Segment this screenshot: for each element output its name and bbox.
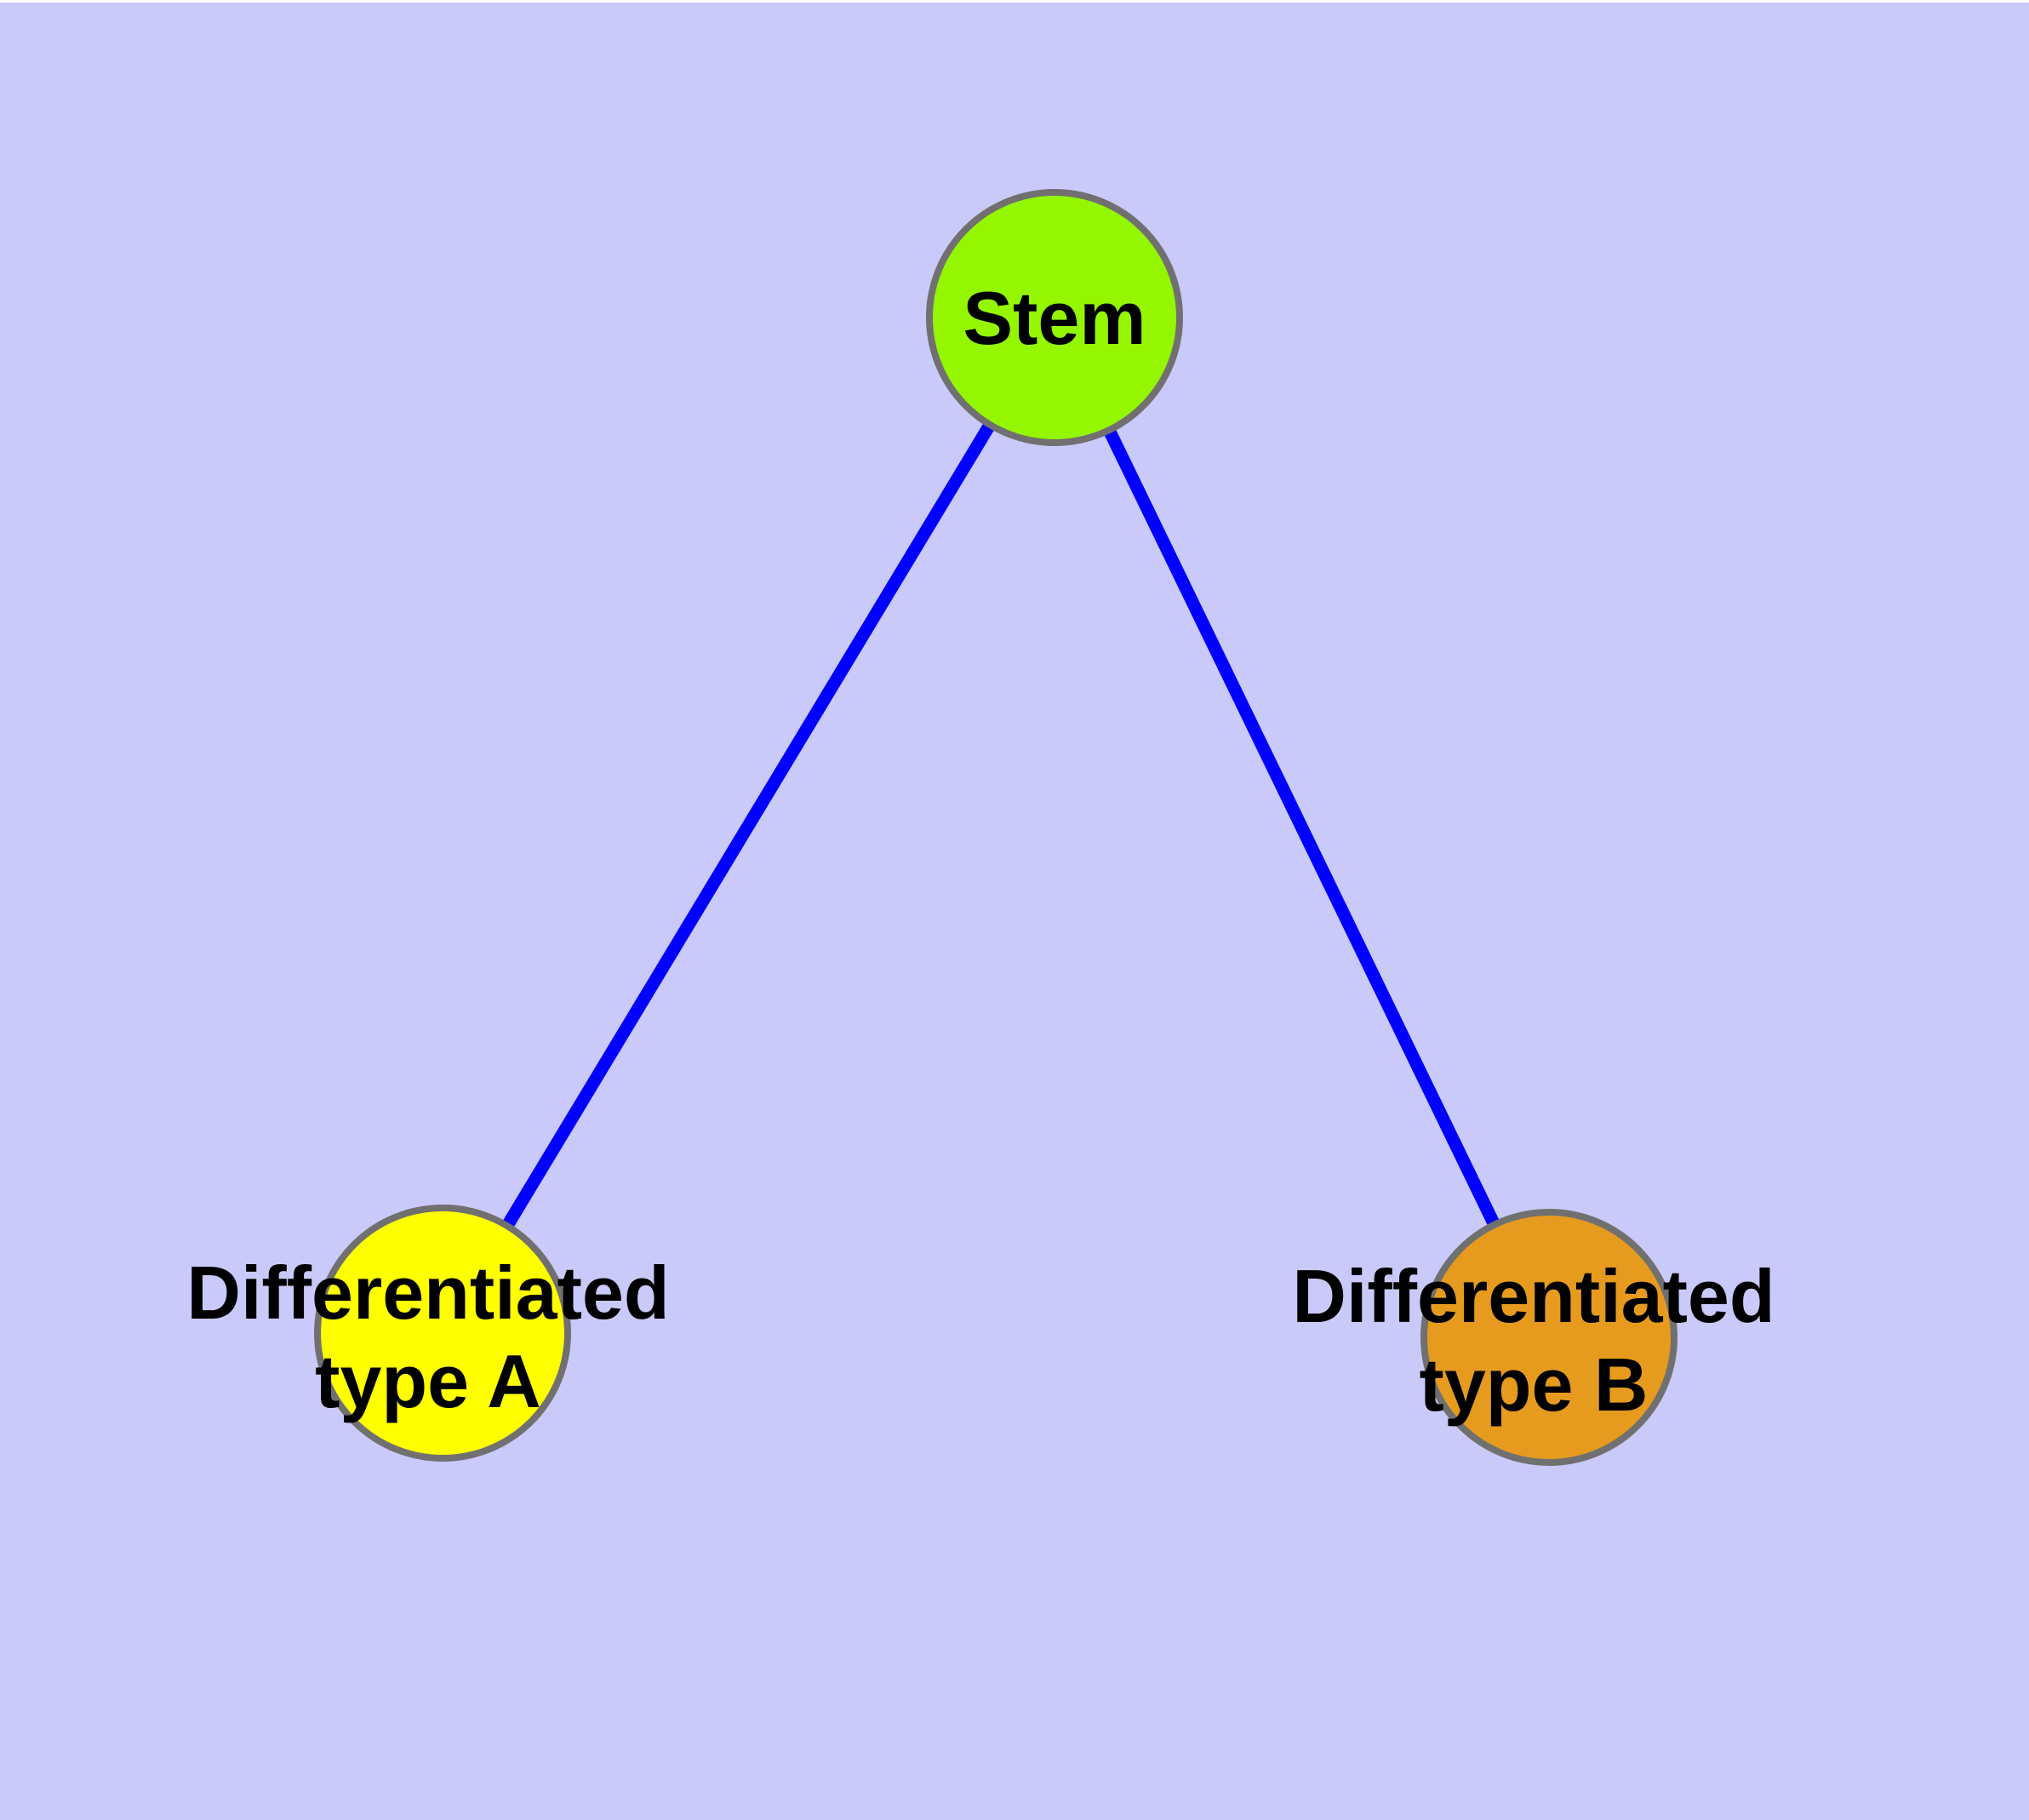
- node-type-a-label: Differentiated type A: [186, 1249, 669, 1426]
- node-type-a-label-line1: Differentiated: [186, 1251, 670, 1335]
- edge-stem-to-type-b: [1049, 314, 1555, 1341]
- node-stem-label: Stem: [963, 276, 1146, 360]
- top-edge-highlight: [0, 0, 2029, 3]
- node-type-b-circle[interactable]: [1420, 1209, 1677, 1466]
- node-type-b-label: Differentiated type B: [1292, 1252, 1775, 1429]
- edge-stem-to-type-a: [437, 314, 1060, 1336]
- node-type-b-label-line1: Differentiated: [1292, 1254, 1775, 1338]
- node-type-a-circle[interactable]: [314, 1205, 571, 1462]
- node-type-b-label-line2: type B: [1419, 1342, 1649, 1427]
- node-type-a-label-line2: type A: [315, 1339, 541, 1423]
- node-stem-circle[interactable]: [926, 189, 1183, 446]
